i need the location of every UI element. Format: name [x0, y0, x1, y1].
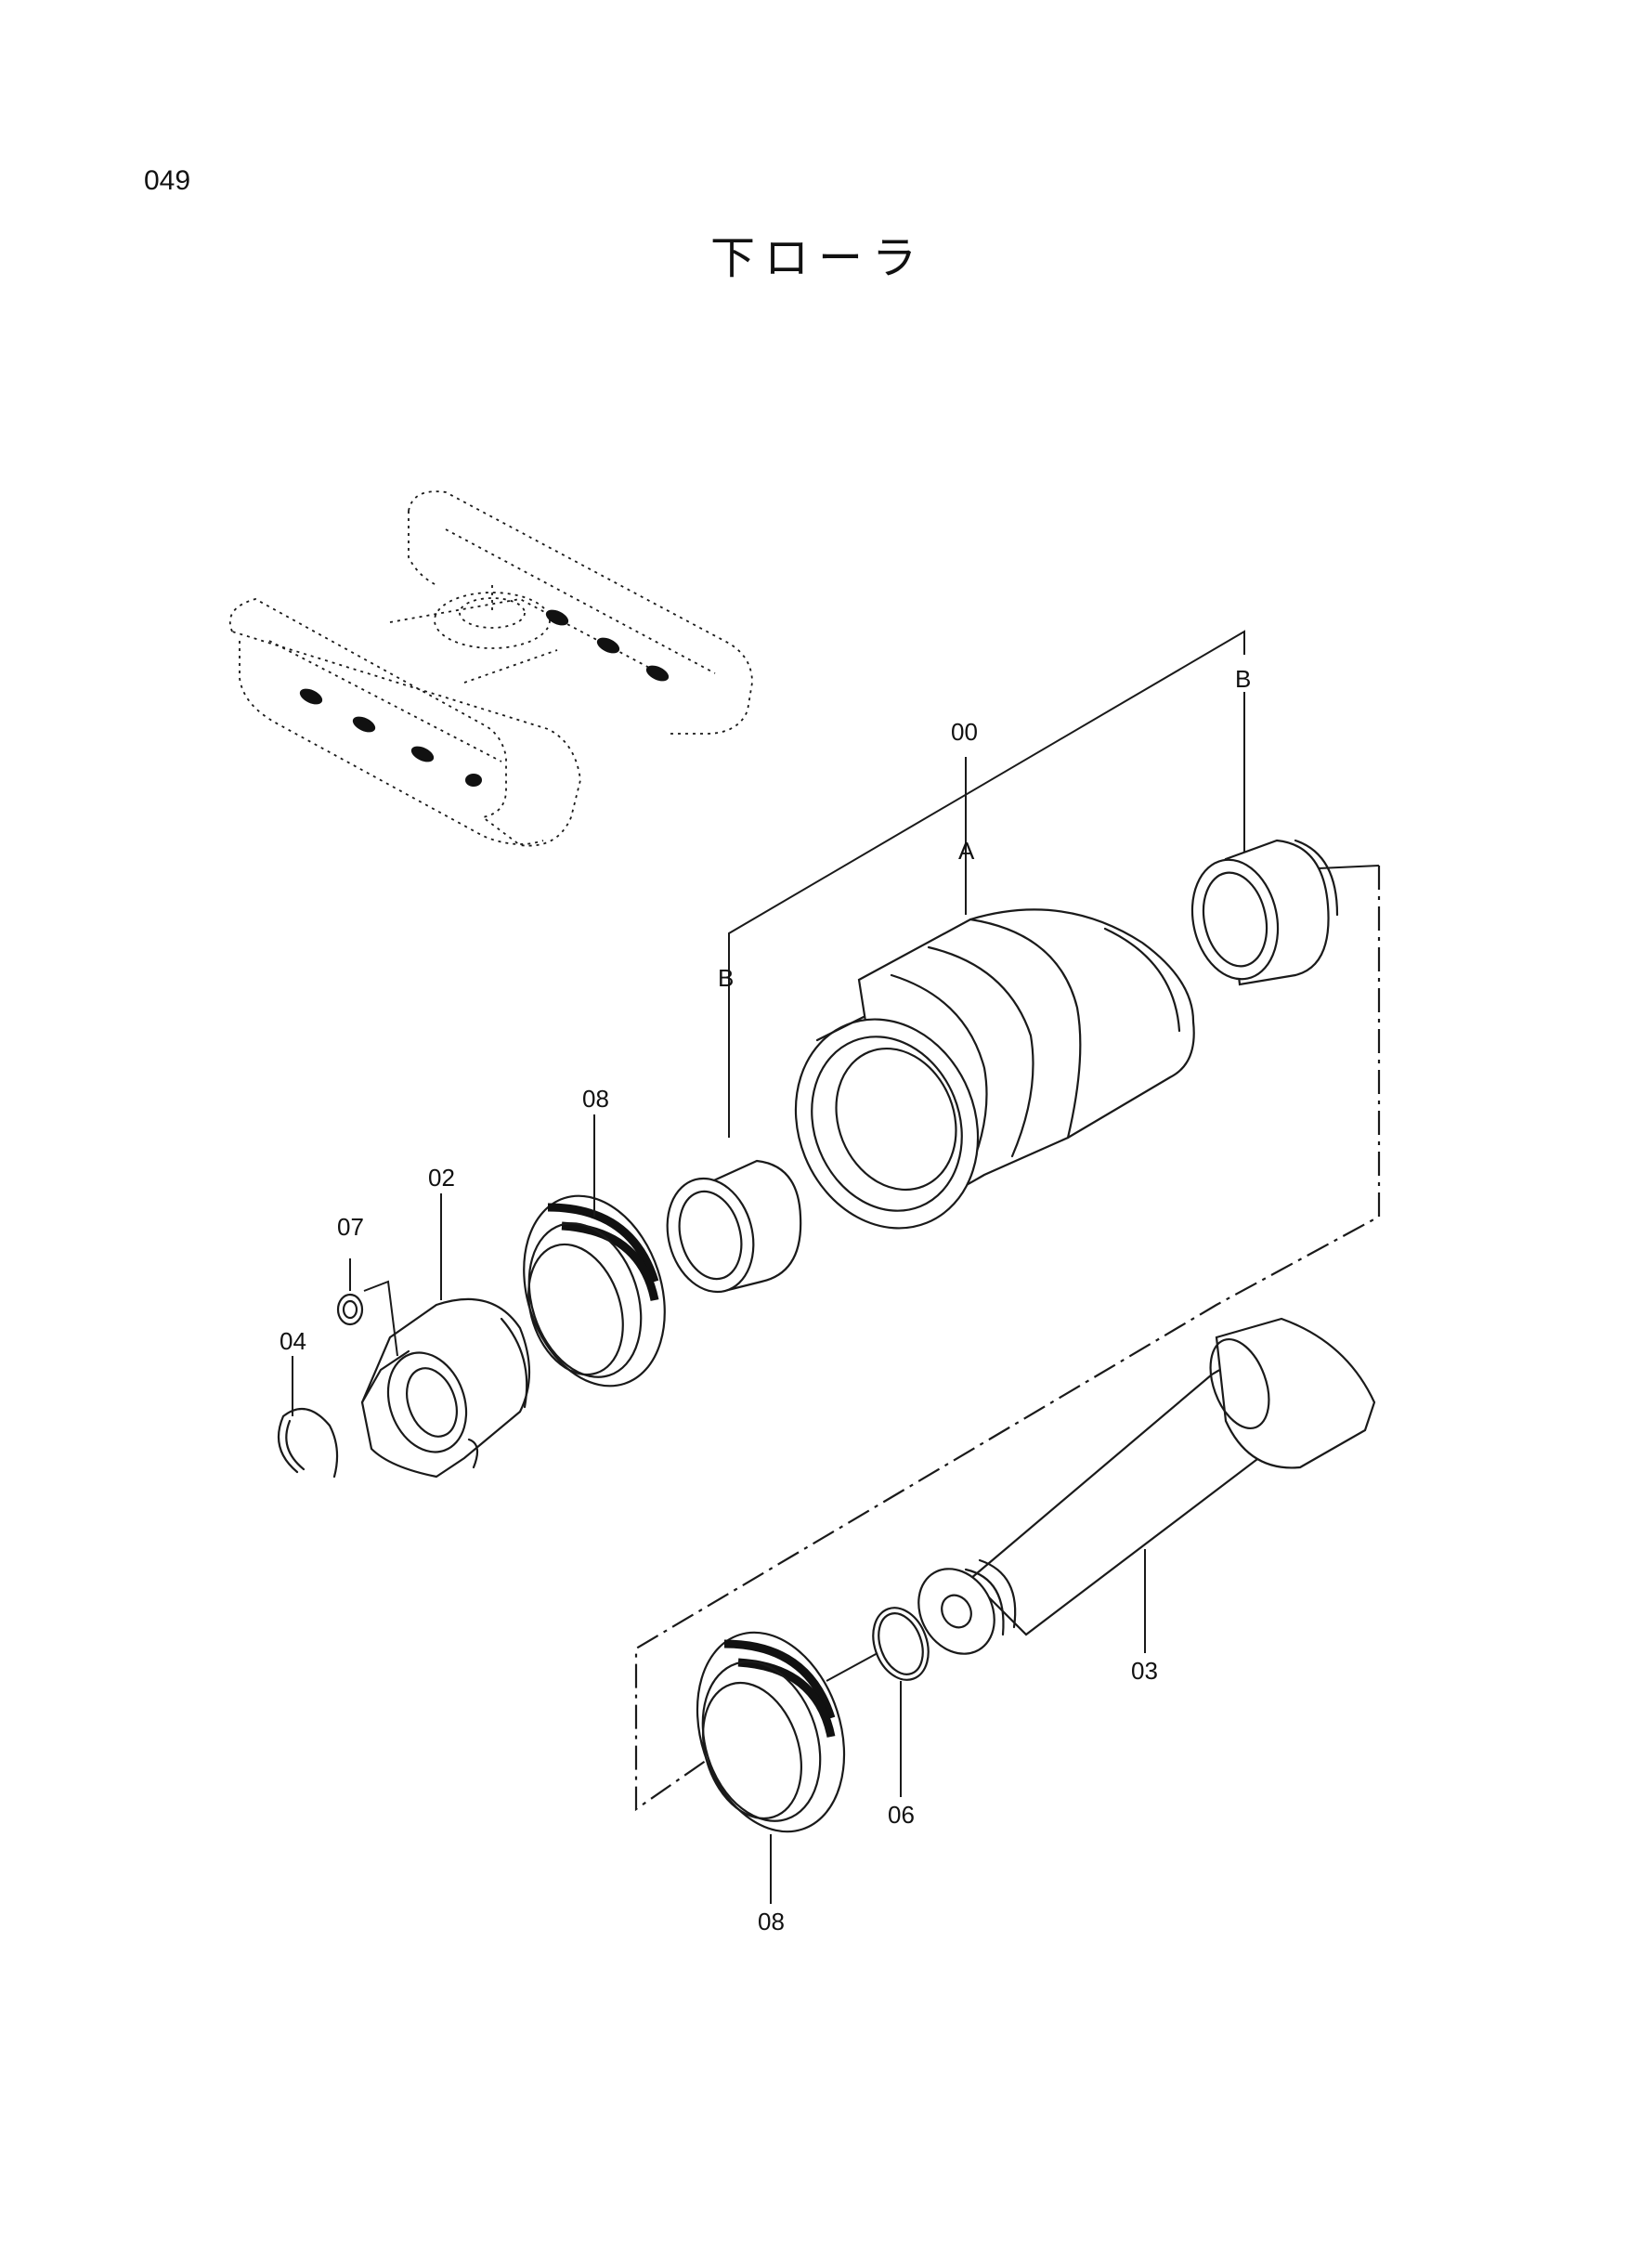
undercarriage-overview-illustration — [228, 490, 753, 847]
page-title: 下ローラ — [710, 232, 927, 284]
label-roller-body-a: A — [958, 837, 975, 865]
label-bushing-left-b: B — [718, 964, 734, 992]
roller-body-part — [794, 908, 1195, 1230]
shaft-part — [917, 1317, 1376, 1655]
o-ring-part — [826, 1607, 930, 1797]
assembly-bracket-lines — [634, 630, 1381, 1812]
label-o-ring-06: 06 — [888, 1801, 915, 1829]
plug-part — [336, 1258, 398, 1357]
label-collar-02: 02 — [428, 1164, 455, 1192]
bushing-left-part — [666, 1159, 802, 1294]
floating-seal-lower-part — [696, 1631, 846, 1904]
label-bushing-right-b: B — [1235, 665, 1251, 693]
label-plug-07: 07 — [337, 1213, 364, 1241]
callout-labels: 00 A B B 08 02 07 04 03 06 08 — [280, 665, 1251, 1935]
label-shaft-03: 03 — [1131, 1657, 1158, 1685]
label-floating-seal-upper-08: 08 — [582, 1085, 609, 1113]
collar-part — [360, 1297, 531, 1479]
label-assembly-00: 00 — [951, 718, 978, 746]
leader-lines — [292, 1114, 595, 1416]
page-number: 049 — [144, 165, 191, 196]
label-snap-ring-04: 04 — [280, 1327, 306, 1355]
bushing-right-part — [1190, 839, 1339, 986]
snap-ring-part — [277, 1407, 339, 1479]
label-floating-seal-lower-08: 08 — [758, 1908, 785, 1935]
floating-seal-upper-part — [523, 1194, 666, 1388]
